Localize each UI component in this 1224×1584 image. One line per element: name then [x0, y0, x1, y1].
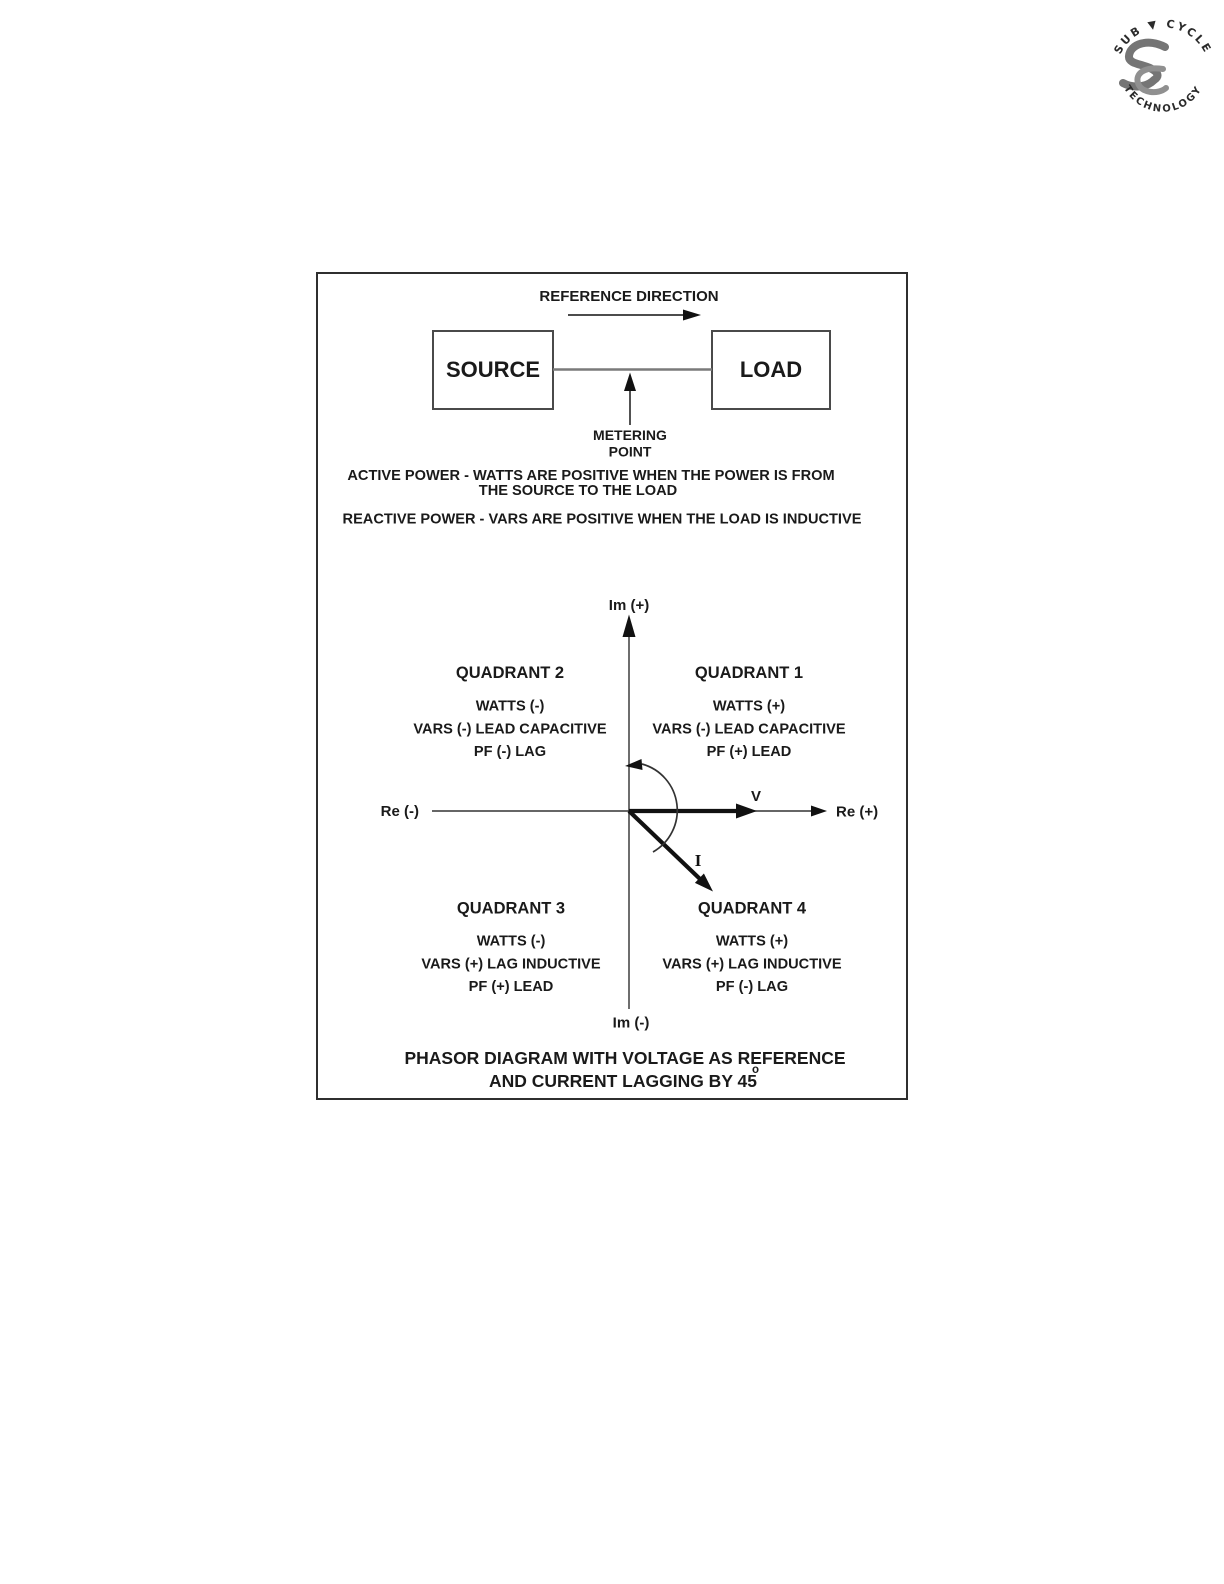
- load-label: LOAD: [740, 357, 802, 382]
- reference-direction-label: REFERENCE DIRECTION: [539, 288, 718, 305]
- quadrant-3-block: QUADRANT 3 WATTS (-) VARS (+) LAG INDUCT…: [421, 900, 601, 996]
- quadrant-1-block: QUADRANT 1 WATTS (+) VARS (-) LEAD CAPAC…: [652, 664, 845, 760]
- load-box: [711, 330, 831, 410]
- caption-line2: AND CURRENT LAGGING BY 45: [489, 1071, 757, 1091]
- figure-border: [316, 272, 908, 1100]
- quadrant-2-pf: PF (-) LAG: [474, 744, 546, 760]
- quadrant-1-pf: PF (+) LEAD: [707, 744, 792, 760]
- active-power-line2: THE SOURCE TO THE LOAD: [479, 483, 677, 499]
- re-axis-arrow-head: [811, 805, 827, 817]
- quadrant-2-title: QUADRANT 2: [456, 664, 564, 682]
- active-power-line1: ACTIVE POWER - WATTS ARE POSITIVE WHEN T…: [347, 468, 834, 484]
- caption-line1: PHASOR DIAGRAM WITH VOLTAGE AS REFERENCE: [404, 1048, 845, 1068]
- angle-arc-arrow-head: [625, 759, 643, 770]
- quadrant-3-pf: PF (+) LEAD: [469, 979, 554, 995]
- quadrant-2-vars: VARS (-) LEAD CAPACITIVE: [413, 722, 606, 738]
- quadrant-4-vars: VARS (+) LAG INDUCTIVE: [662, 957, 842, 973]
- reactive-power-line: REACTIVE POWER - VARS ARE POSITIVE WHEN …: [343, 512, 862, 528]
- voltage-vector-arrow-head: [736, 803, 757, 819]
- quadrant-4-title: QUADRANT 4: [698, 900, 807, 918]
- quadrant-1-vars: VARS (-) LEAD CAPACITIVE: [652, 722, 845, 738]
- metering-label-line2: POINT: [609, 444, 652, 460]
- current-vector-label: I: [695, 851, 702, 870]
- quadrant-1-title: QUADRANT 1: [695, 664, 803, 682]
- current-vector-arrow-head: [694, 873, 713, 892]
- quadrant-2-watts: WATTS (-): [476, 699, 545, 715]
- re-positive-label: Re (+): [836, 804, 878, 821]
- sc-monogram-icon: [1119, 38, 1169, 96]
- quadrant-1-watts: WATTS (+): [713, 699, 785, 715]
- re-negative-label: Re (-): [381, 803, 419, 820]
- quadrant-3-vars: VARS (+) LAG INDUCTIVE: [421, 957, 601, 973]
- source-box: [432, 330, 554, 410]
- metering-arrow-head: [624, 372, 636, 391]
- metering-label-line1: METERING: [593, 427, 667, 443]
- reference-direction-arrow-head: [683, 309, 701, 321]
- im-positive-label: Im (+): [609, 597, 649, 614]
- company-logo: SUB ▼ CYCLE TECHNOLOGY: [1107, 15, 1219, 127]
- source-label: SOURCE: [446, 357, 540, 382]
- current-vector: [627, 809, 702, 881]
- quadrant-4-block: QUADRANT 4 WATTS (+) VARS (+) LAG INDUCT…: [662, 900, 842, 996]
- caption-degree-superscript: o: [752, 1064, 759, 1076]
- quadrant-4-watts: WATTS (+): [716, 934, 788, 950]
- quadrant-3-watts: WATTS (-): [477, 934, 546, 950]
- angle-arc: [641, 763, 679, 853]
- quadrant-3-title: QUADRANT 3: [457, 900, 565, 918]
- voltage-vector-label: V: [751, 788, 761, 805]
- monogram-c-stroke: [1134, 65, 1169, 96]
- im-axis-arrow-head: [622, 614, 636, 637]
- quadrant-4-pf: PF (-) LAG: [716, 979, 788, 995]
- quadrant-2-block: QUADRANT 2 WATTS (-) VARS (-) LEAD CAPAC…: [413, 664, 606, 760]
- im-negative-label: Im (-): [613, 1015, 650, 1032]
